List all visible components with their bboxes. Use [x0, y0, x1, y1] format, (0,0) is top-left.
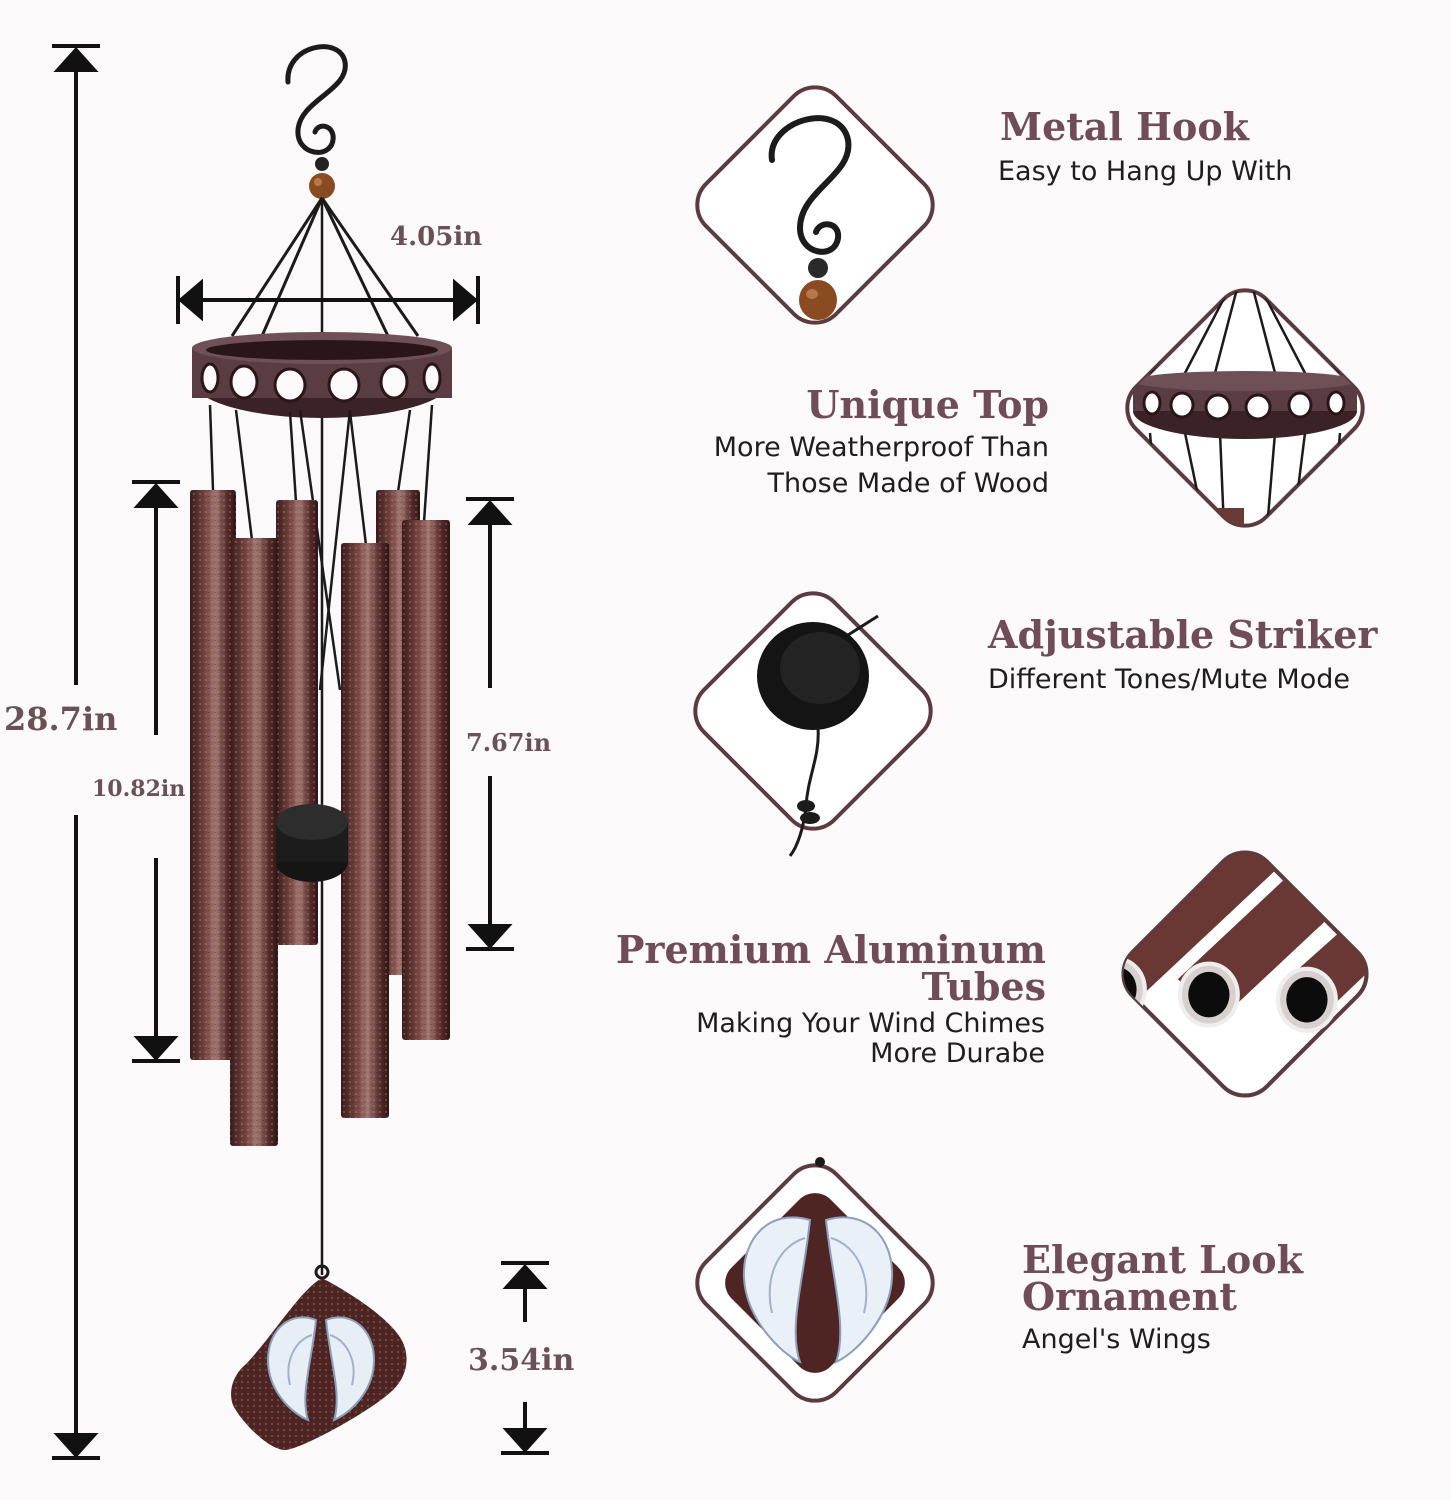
feature-desc-unique-top-line1: More Weatherproof Than — [713, 432, 1049, 463]
total-height-label: 28.7in — [4, 700, 118, 738]
ring-top — [192, 332, 452, 418]
wind-chime-illustration — [52, 44, 549, 1460]
feature-title-ornament-line2: Ornament — [1022, 1274, 1237, 1319]
feature-desc-unique-top-line2: Those Made of Wood — [767, 468, 1049, 499]
tube-4 — [230, 538, 278, 1146]
ornament — [231, 1264, 407, 1450]
tube-1 — [190, 490, 236, 1060]
feature-desc-adjustable-striker: Different Tones/Mute Mode — [988, 664, 1350, 695]
feature-desc-aluminum-line2: More Durabe — [870, 1038, 1045, 1069]
feature-desc-metal-hook: Easy to Hang Up With — [998, 156, 1293, 187]
feature-title-adjustable-striker: Adjustable Striker — [988, 612, 1378, 657]
feature-title-aluminum-line2: Tubes — [921, 964, 1046, 1009]
tube-5 — [341, 543, 389, 1118]
angel-wings-icon — [742, 1216, 894, 1364]
ornament-diamond — [660, 1128, 970, 1438]
feature-title-aluminum-line1: Premium Aluminum — [615, 927, 1046, 972]
feature-desc-aluminum-line1: Making Your Wind Chimes — [696, 1008, 1045, 1039]
striker — [276, 804, 348, 882]
striker-diamond — [658, 556, 968, 866]
short-tube-label: 7.67in — [466, 728, 552, 757]
tubes-diamond — [1085, 814, 1395, 1124]
hook-diamond — [660, 50, 970, 360]
ornament-size-label: 3.54in — [468, 1343, 575, 1378]
feature-title-metal-hook: Metal Hook — [1000, 104, 1250, 149]
feature-desc-ornament: Angel's Wings — [1022, 1324, 1211, 1355]
long-tube-label: 10.82in — [92, 776, 186, 802]
aluminum-tubes — [190, 490, 450, 1146]
feature-title-ornament-line1: Elegant Look — [1022, 1237, 1303, 1282]
hook-icon — [768, 115, 852, 320]
tube-6 — [402, 520, 450, 1040]
top-width-label: 4.05in — [390, 222, 483, 252]
striker-icon — [757, 614, 879, 857]
dimension-arrows — [52, 44, 549, 1460]
ring-top-diamond — [1090, 253, 1400, 563]
feature-title-unique-top: Unique Top — [806, 382, 1049, 427]
angel-wings-icon — [266, 1316, 376, 1422]
hook-icon — [285, 44, 348, 199]
